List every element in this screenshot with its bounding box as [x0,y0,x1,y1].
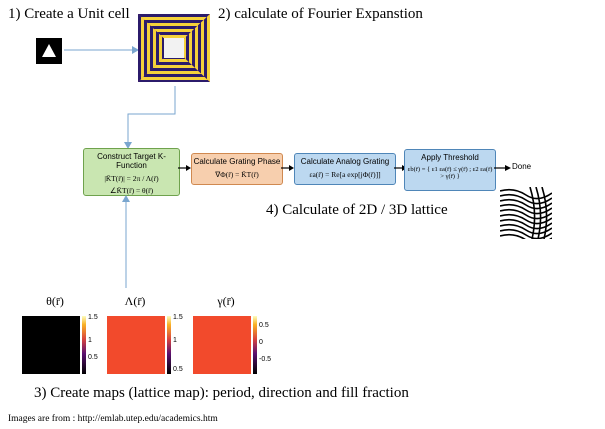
step4-title: 4) Calculate of 2D / 3D lattice [266,202,448,218]
construct-k-function-box: Construct Target K-Function |K̄T(r̄)| = … [83,148,180,196]
arrow-1-2 [178,165,191,171]
construct-k-function-title: Construct Target K-Function [97,152,166,170]
gamma-map-label: γ(r̄) [217,294,235,308]
apply-threshold-box: Apply Threshold εb(r̄) = { ε1 εa(r̄) ≤ γ… [404,149,496,191]
theta-map-label: θ(r̄) [46,294,64,308]
grating-phase-eq: ∇Φ(r̄) = K̄T(r̄) [215,170,259,179]
theta-colorbar [82,316,86,374]
theta-tick-mid: 1 [88,337,92,344]
step3-title: 3) Create maps (lattice map): period, di… [34,385,409,401]
arrow-unitcell-to-fourier [64,46,139,54]
arrow-fourier-to-kfunction [124,86,176,149]
fourier-expansion-image [138,14,210,82]
lambda-map [107,316,165,374]
lambda-tick-mid: 1 [173,337,177,344]
arrow-maps-to-kfunction [122,195,130,288]
grating-phase-title: Calculate Grating Phase [193,157,281,166]
arrow-4-done [494,165,511,171]
lambda-tick-top: 1.5 [173,314,183,321]
gamma-colorbar [253,316,257,374]
done-label: Done [512,162,532,171]
grating-phase-box: Calculate Grating Phase ∇Φ(r̄) = K̄T(r̄) [191,153,283,185]
theta-map [22,316,80,374]
source-caption: Images are from : http://emlab.utep.edu/… [8,414,218,424]
analog-grating-eq: εa(r̄) = Re[a exp[jΦ(r̄)]] [309,170,381,179]
gamma-tick-top: 0.5 [259,322,269,329]
gamma-tick-mid: 0 [259,339,263,346]
apply-threshold-title: Apply Threshold [421,153,479,162]
apply-threshold-eq: εb(r̄) = { ε1 εa(r̄) ≤ γ(r̄) ; ε2 εa(r̄)… [407,166,493,180]
lambda-colorbar [167,316,171,374]
lattice-result-image [499,186,553,245]
step1-title: 1) Create a Unit cell [8,6,130,22]
gamma-map [193,316,251,374]
k-function-eq1: |K̄T(r̄)| = 2π / Λ(r̄) [104,174,159,183]
theta-tick-bottom: 0.5 [88,354,98,361]
theta-tick-top: 1.5 [88,314,98,321]
step2-title: 2) calculate of Fourier Expanstion [218,6,423,22]
k-function-eq2: ∠K̄T(r̄) = θ(r̄) [109,186,154,195]
lambda-tick-bottom: 0.5 [173,366,183,373]
analog-grating-box: Calculate Analog Grating εa(r̄) = Re[a e… [294,153,396,185]
arrow-2-3 [281,165,294,171]
gamma-tick-bottom: -0.5 [259,356,272,363]
analog-grating-title: Calculate Analog Grating [300,157,390,166]
unit-cell-icon [36,38,62,64]
lambda-map-label: Λ(r̄) [124,294,146,308]
